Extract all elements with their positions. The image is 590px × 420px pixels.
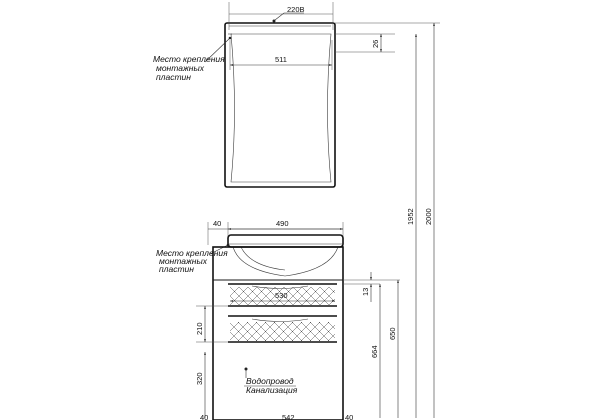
- hatch-line: [300, 321, 321, 342]
- utilities-callout: Водопровод Канализация: [244, 367, 298, 395]
- hatch-line: [292, 286, 312, 306]
- hatch-line: [327, 321, 336, 330]
- dim-bottom-mid: 542: [282, 413, 295, 420]
- mount-bottom-line2: монтажных: [159, 256, 208, 266]
- hatch-line: [273, 321, 294, 342]
- hatch-line: [318, 324, 336, 342]
- vanity-body: [212, 246, 344, 420]
- mount-callout-bottom: Место крепления монтажных пластин: [156, 243, 230, 274]
- dim-40: 40: [213, 219, 221, 228]
- mount-top-line3: пластин: [156, 72, 191, 82]
- hatch-line: [256, 286, 276, 306]
- hatch-line: [283, 286, 303, 306]
- dim-664: 664: [370, 345, 379, 358]
- hatch-line: [264, 321, 285, 342]
- dim-bottom-left: 40: [200, 413, 208, 420]
- hatch-line: [229, 322, 249, 342]
- dim-bottom-right: 40: [345, 413, 353, 420]
- mount-top-line1: Место крепления: [153, 54, 225, 64]
- drawer-hatch-bottom: [229, 321, 336, 342]
- hatch-line: [301, 286, 321, 306]
- hatch-line: [255, 321, 276, 342]
- dim-2000: 2000: [424, 208, 433, 225]
- water-label: Водопровод: [246, 376, 294, 386]
- hatch-line: [238, 286, 258, 306]
- hatch-line: [229, 321, 240, 332]
- hatch-line: [309, 321, 330, 342]
- hatch-line: [247, 286, 267, 306]
- hatch-line: [318, 321, 336, 339]
- dim-320: 320: [195, 372, 204, 385]
- drawer-hatch-top: [229, 286, 336, 306]
- dim-13: 13: [361, 288, 370, 296]
- hatch-line: [328, 298, 336, 306]
- dim-1952: 1952: [406, 208, 415, 225]
- hatch-line: [229, 286, 249, 306]
- hatch-line: [310, 286, 330, 306]
- hatch-line: [246, 321, 267, 342]
- hatch-line: [328, 286, 336, 294]
- hatch-line: [319, 286, 336, 303]
- hatch-line: [229, 321, 249, 341]
- hatch-line: [282, 321, 303, 342]
- mount-bottom-line1: Место крепления: [156, 248, 228, 258]
- sewer-label: Канализация: [246, 385, 298, 395]
- mirror-cabinet: [224, 22, 336, 188]
- hatch-line: [237, 321, 258, 342]
- hatch-line: [327, 333, 336, 342]
- dim-650: 650: [388, 327, 397, 340]
- power-callout: 220В: [272, 5, 305, 23]
- dim-511: 511: [275, 55, 287, 64]
- dim-220v: 220В: [287, 5, 305, 14]
- dim-490: 490: [276, 219, 289, 228]
- hatch-line: [274, 286, 294, 306]
- hatch-line: [229, 331, 240, 342]
- mount-top-line2: монтажных: [156, 63, 205, 73]
- dim-530: 530: [275, 291, 288, 300]
- hatch-line: [319, 289, 336, 306]
- mount-callout-top: Место крепления монтажных пластин: [153, 36, 232, 82]
- hatch-line: [265, 286, 285, 306]
- dim-210: 210: [195, 322, 204, 335]
- dim-26: 26: [371, 40, 380, 48]
- hatch-line: [291, 321, 312, 342]
- mount-bottom-line3: пластин: [159, 264, 194, 274]
- washbasin: [227, 234, 344, 277]
